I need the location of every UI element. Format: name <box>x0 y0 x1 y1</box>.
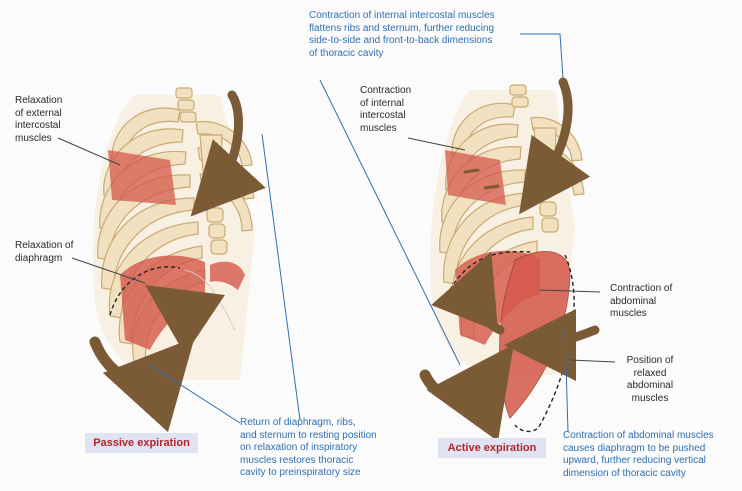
label-contraction-internal: Contraction of internal intercostal musc… <box>360 85 411 135</box>
label-position-relaxed-abdominal: Position of relaxed abdominal muscles <box>610 355 690 405</box>
label-contraction-abdominal: Contraction of abdominal muscles <box>610 283 672 321</box>
panel-title-passive: Passive expiration <box>85 433 198 453</box>
active-curved-arrow <box>425 375 488 398</box>
leader-contraction-bottom <box>565 330 568 432</box>
passive-ribcage <box>93 88 255 381</box>
leader-return-sternum <box>262 134 300 420</box>
label-contraction-internal-top: Contraction of internal intercostal musc… <box>309 10 495 60</box>
label-relax-diaphragm: Relaxation of diaphragm <box>15 240 73 265</box>
label-return-diaphragm: Return of diaphragm, ribs, and sternum t… <box>240 417 377 480</box>
panel-title-active: Active expiration <box>438 438 546 458</box>
leader-position-relaxed <box>570 360 615 362</box>
label-relax-external-intercostal: Relaxation of external intercostal muscl… <box>15 95 62 145</box>
active-ribcage <box>425 82 595 431</box>
leader-contraction-top <box>520 34 563 78</box>
label-contraction-abdominal-bottom: Contraction of abdominal muscles causes … <box>563 430 714 480</box>
active-abdominal-muscle <box>500 252 570 418</box>
